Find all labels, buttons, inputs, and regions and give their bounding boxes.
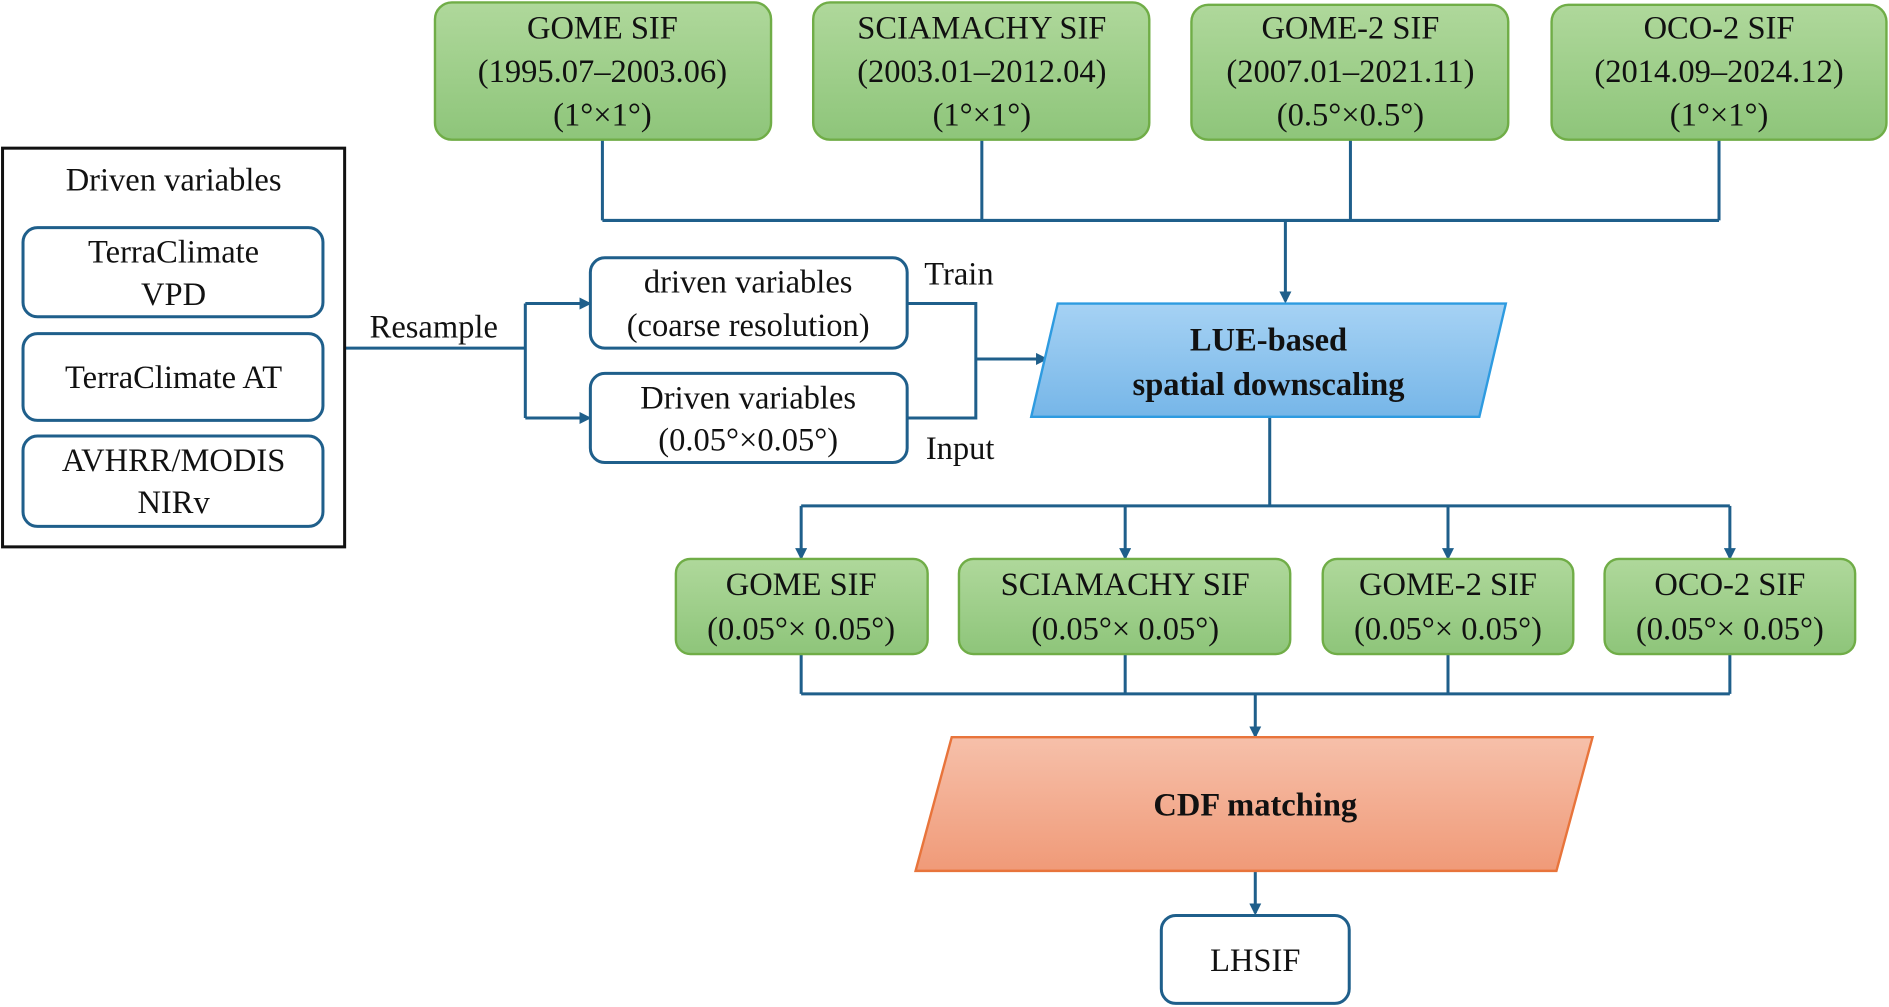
- driven-variables-panel: Driven variables TerraClimate VPD TerraC…: [1, 146, 347, 549]
- source-sciamachy: SCIAMACHY SIF (2003.01–2012.04) (1°×1°): [812, 1, 1151, 141]
- source-gome2: GOME-2 SIF (2007.01–2021.11) (0.5°×0.5°): [1190, 3, 1510, 141]
- source-resolution: (1°×1°): [933, 97, 1032, 133]
- variable-at: TerraClimate AT: [65, 360, 282, 396]
- input-label: Input: [926, 431, 995, 467]
- output-resolution: (0.05°× 0.05°): [1636, 612, 1824, 648]
- lue-downscaling-process: LUE-based spatial downscaling: [1029, 302, 1508, 418]
- panel-title: Driven variables: [66, 162, 282, 198]
- downscaled-sciamachy: SCIAMACHY SIF (0.05°× 0.05°): [957, 557, 1292, 656]
- connectors: [344, 139, 1736, 916]
- variable-vpd: TerraClimate: [88, 235, 259, 271]
- source-name: GOME SIF: [527, 11, 678, 47]
- downscaled-oco2: OCO-2 SIF (0.05°× 0.05°): [1603, 557, 1857, 656]
- box-text: (0.05°×0.05°): [658, 423, 838, 459]
- output-name: SCIAMACHY SIF: [1001, 567, 1250, 603]
- output-resolution: (0.05°× 0.05°): [1354, 612, 1542, 648]
- source-resolution: (1°×1°): [553, 97, 652, 133]
- coarse-variables-box: driven variables (coarse resolution): [588, 256, 909, 350]
- variable-vpd: VPD: [141, 277, 206, 313]
- resample-label: Resample: [370, 309, 498, 345]
- output-name: OCO-2 SIF: [1654, 567, 1805, 603]
- source-name: SCIAMACHY SIF: [857, 11, 1106, 47]
- train-label: Train: [924, 256, 993, 292]
- process-text: CDF matching: [1153, 787, 1357, 823]
- source-resolution: (0.5°×0.5°): [1277, 97, 1424, 133]
- fine-variables-box: Driven variables (0.05°×0.05°): [588, 371, 909, 465]
- box-text: Driven variables: [640, 380, 856, 416]
- cdf-matching-process: CDF matching: [914, 735, 1595, 873]
- output-resolution: (0.05°× 0.05°): [1031, 612, 1219, 648]
- variable-nirv: NIRv: [137, 485, 210, 521]
- box-text: (coarse resolution): [627, 308, 870, 344]
- downscaled-gome2: GOME-2 SIF (0.05°× 0.05°): [1321, 557, 1575, 656]
- box-text: driven variables: [644, 265, 853, 301]
- downscaled-gome: GOME SIF (0.05°× 0.05°): [674, 557, 929, 656]
- variable-nirv: AVHRR/MODIS: [62, 443, 285, 479]
- output-resolution: (0.05°× 0.05°): [707, 612, 895, 648]
- source-oco2: OCO-2 SIF (2014.09–2024.12) (1°×1°): [1550, 3, 1888, 141]
- source-period: (2014.09–2024.12): [1594, 54, 1843, 90]
- lhsif-output-box: LHSIF: [1159, 913, 1351, 1005]
- source-period: (2007.01–2021.11): [1226, 54, 1474, 90]
- source-name: GOME-2 SIF: [1261, 11, 1439, 47]
- process-text: spatial downscaling: [1133, 367, 1405, 403]
- source-name: OCO-2 SIF: [1644, 11, 1795, 47]
- output-name: GOME-2 SIF: [1359, 567, 1537, 603]
- source-resolution: (1°×1°): [1670, 97, 1769, 133]
- output-name: GOME SIF: [726, 567, 877, 603]
- source-period: (2003.01–2012.04): [857, 54, 1106, 90]
- source-gome: GOME SIF (1995.07–2003.06) (1°×1°): [433, 1, 773, 141]
- source-period: (1995.07–2003.06): [478, 54, 727, 90]
- output-label: LHSIF: [1210, 943, 1300, 979]
- process-text: LUE-based: [1190, 323, 1347, 359]
